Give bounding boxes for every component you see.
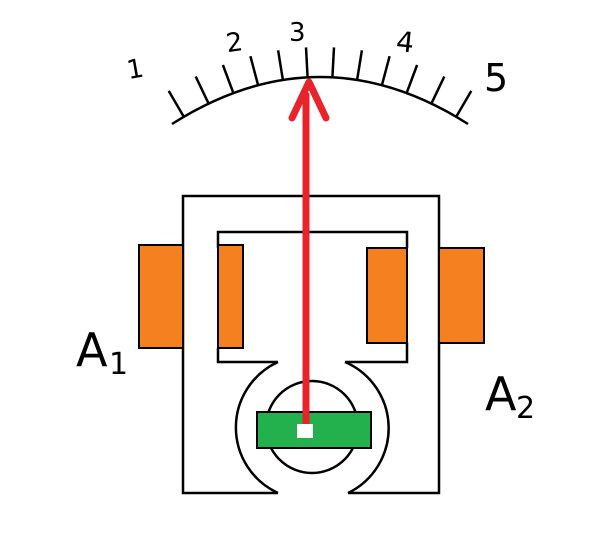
- scale-tick: [221, 64, 235, 94]
- scale-tick: [249, 55, 260, 86]
- scale-tick: [276, 50, 285, 81]
- scale-tick: [430, 76, 446, 105]
- scale-tick: [405, 64, 419, 94]
- coil-right-inner: [366, 247, 408, 344]
- pole-shoe-left: [234, 360, 279, 495]
- armature-bar: [256, 411, 372, 449]
- pivot-point: [297, 424, 313, 438]
- coil-label-a2-subscript: 2: [516, 391, 535, 426]
- coil-left-inner: [217, 244, 244, 349]
- scale-tick: [355, 50, 364, 81]
- scale-label-4: 4: [394, 25, 415, 60]
- coil-right-outer: [438, 247, 485, 344]
- scale-tick: [455, 90, 473, 118]
- coil-label-a1-letter: A: [76, 323, 108, 377]
- scale-ticks: [167, 47, 473, 118]
- scale-tick: [331, 47, 336, 78]
- scale-tick: [194, 76, 210, 105]
- scale-tick: [380, 55, 391, 86]
- coil-label-a2: A 2: [485, 367, 535, 426]
- coil-left-outer: [138, 244, 184, 349]
- outer-frame: [181, 194, 441, 495]
- scale-tick: [304, 47, 309, 78]
- scale-label-5: 5: [484, 56, 508, 100]
- coil-label-a2-letter: A: [485, 367, 517, 421]
- scale-labels: 1 2 3 4 5: [125, 18, 509, 100]
- pole-shoe-right: [344, 360, 390, 495]
- scale-label-2: 2: [224, 27, 245, 59]
- scale-arc: [171, 75, 469, 126]
- inner-frame: [216, 230, 409, 364]
- pointer-arrowhead: [288, 78, 330, 122]
- coil-label-a1-subscript: 1: [109, 347, 128, 382]
- scale-label-1: 1: [125, 54, 147, 86]
- coil-label-a1: A 1: [76, 323, 128, 382]
- scale-label-3: 3: [289, 18, 306, 48]
- scale-tick: [167, 90, 185, 118]
